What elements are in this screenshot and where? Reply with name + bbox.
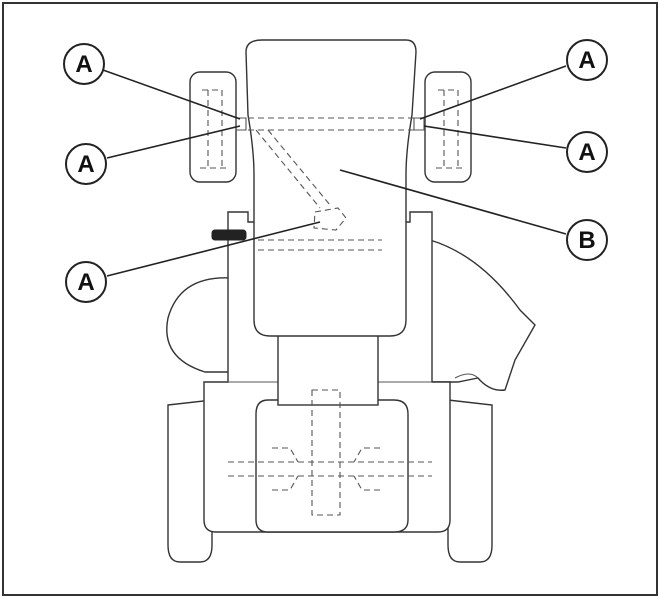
- callout-a1: A: [63, 43, 105, 85]
- front-wheel-left: [189, 71, 237, 183]
- callout-b1-label: B: [578, 227, 595, 254]
- callout-a3-label: A: [77, 269, 94, 296]
- leader-a3: [106, 221, 321, 277]
- leader-b1: [339, 169, 567, 235]
- leader-a2: [106, 125, 241, 159]
- front-pivot-left: [235, 117, 247, 131]
- steering-column: [277, 334, 379, 406]
- steering-linkage-hidden: [255, 129, 331, 209]
- callout-a3: A: [65, 261, 107, 303]
- callout-a1-label: A: [75, 51, 92, 78]
- right-fender: [429, 239, 536, 391]
- left-fender: [166, 277, 233, 373]
- steering-gear-hidden: [313, 207, 347, 231]
- hood: [245, 39, 417, 337]
- rear-wheel-right: [447, 399, 493, 563]
- right-fender-edge: [454, 373, 479, 379]
- callout-a4: A: [566, 39, 608, 81]
- callout-b1: B: [566, 219, 608, 261]
- front-wheel-right-hidden: [436, 89, 462, 169]
- hood-crossbar-hidden: [258, 239, 382, 251]
- leader-a1: [102, 69, 241, 120]
- callout-a5: A: [566, 131, 608, 173]
- callout-a2-label: A: [77, 151, 94, 178]
- front-wheel-left-hidden: [200, 89, 226, 169]
- front-wheel-right: [424, 71, 472, 183]
- rear-wheel-left: [167, 399, 213, 563]
- callout-a4-label: A: [578, 47, 595, 74]
- driveshaft-hidden: [311, 389, 341, 516]
- callout-a5-label: A: [578, 139, 595, 166]
- lift-lever: [211, 229, 247, 241]
- rear-axle-hidden: [228, 461, 432, 477]
- transmission-housing: [255, 399, 409, 533]
- callout-a2: A: [65, 143, 107, 185]
- leader-a4: [419, 65, 567, 120]
- leader-a5: [423, 125, 567, 149]
